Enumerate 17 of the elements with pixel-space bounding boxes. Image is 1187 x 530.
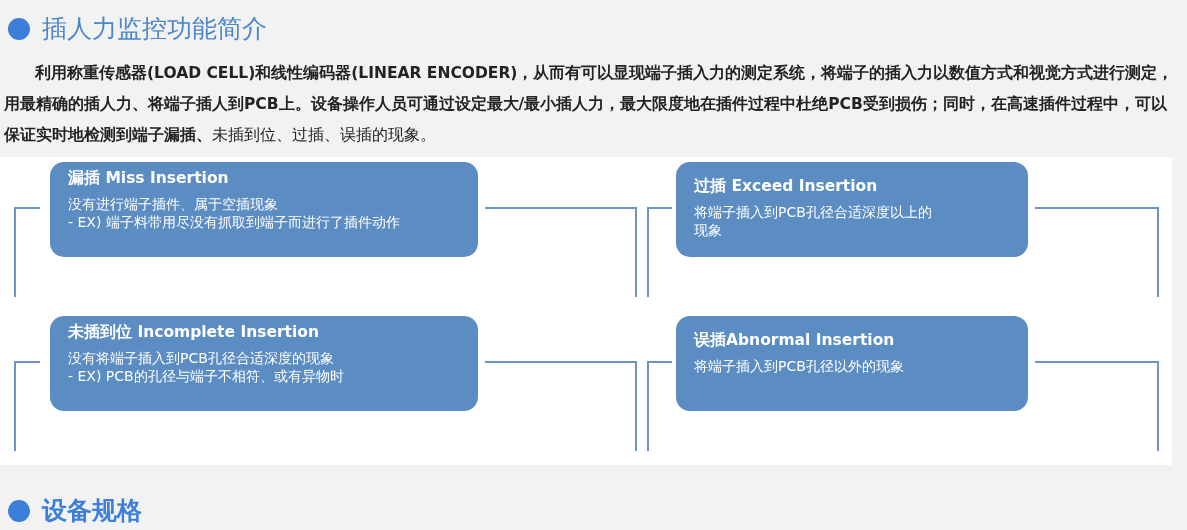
category-card xyxy=(676,316,1028,411)
card-text: 没有进行端子插件、属于空插现象 xyxy=(68,195,279,213)
card-text: 将端子插入到PCB孔径以外的现象 xyxy=(694,357,905,375)
card-text: - EX) 端子料带用尽没有抓取到端子而进行了插件动作 xyxy=(68,213,401,231)
category-card xyxy=(50,162,478,257)
card-text: 没有将端子插入到PCB孔径合适深度的现象 xyxy=(68,349,335,367)
intro-paragraph: 利用称重传感器(LOAD CELL)和线性编码器(LINEAR ENCODER)，从而有可以显现端子插入力的测定系统，将端子的插入力以数值方式和视觉方式进行测定，用最精确的插人力、将端子插人到PCB上。设备操作人员可通过设定最大/最小插人力，最大限度地在插件过程中杜绝PCB受到损伤；同时，在高速插件过程中，可以保证实时地检测到端子漏插、未插到位、过插、误插的现象。 xyxy=(4,63,1174,146)
section-heading: 设备规格 xyxy=(42,495,142,527)
card-title: 误插Abnormal Insertion xyxy=(694,330,896,351)
card-title: 过插 Exceed Insertion xyxy=(694,176,879,197)
card-title: 漏插 Miss Insertion xyxy=(68,168,230,189)
section-heading: 插人力监控功能简介 xyxy=(42,13,267,45)
card-text: - EX) PCB的孔径与端子不相符、或有异物时 xyxy=(68,367,345,385)
category-card xyxy=(676,162,1028,257)
card-title: 未插到位 Incomplete Insertion xyxy=(68,322,320,343)
category-card xyxy=(50,316,478,411)
card-text: 将端子插入到PCB孔径合适深度以上的现象 xyxy=(694,203,933,239)
